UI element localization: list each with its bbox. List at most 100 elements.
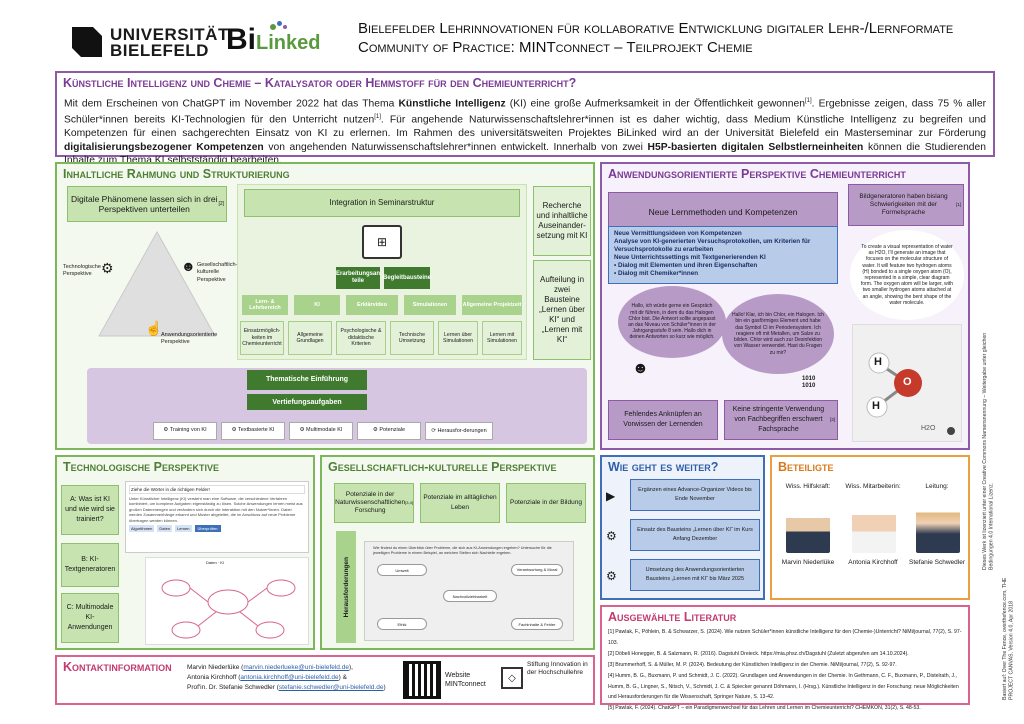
intro-text-4: . Für angehende Naturwissenschaftslehrer… [64,114,986,140]
net-node-5 [255,621,285,639]
cloze-chip-1[interactable]: Algorithmen [129,525,155,533]
people-icon: ☻ [181,258,196,274]
screen-node-3[interactable]: Nachvollziehbarkeit [443,590,497,602]
beteiligte-panel: Beteiligte Wiss. Hilfskraft: Wiss. Mitar… [770,455,970,600]
task-3-label: Multimodale KI [306,427,343,434]
gesell-box-1-text: Potenziale in der Naturwissenschaftliche… [335,491,406,514]
bottom-box-1: Einsatzmöglich-keiten im Chemieunterrich… [240,321,284,355]
hydrogen-atom-1-circle [868,352,890,374]
ideas-line-2: Analyse von KI-generierten Versuchsproto… [614,238,811,253]
task-4-label: Potenziale [379,427,406,434]
credit-text: Basiert auf: Over The Fence, overthefenc… [1002,577,1015,700]
task-2: ⚙ Textbasierte KI [221,422,285,440]
kontakt-mail-3[interactable]: stefanie.schwedler@uni-bielefeld.de [278,684,384,691]
network-label: Daten · KI [206,560,225,565]
weiter-step-1: Ergänzen eines Advance-Organizer Videos … [630,479,760,511]
screen-node-2[interactable]: Verantwortung & Moral [511,564,563,576]
top-box-2: KI [294,295,340,315]
corner-mark [947,427,955,435]
hydrogen-atom-2-circle [866,396,888,418]
stiftung-logo-icon: ◇ [501,667,523,689]
cloze-chip-3[interactable]: Lernen [175,525,192,533]
ideas-bullet-1-text: Dialog mit Elementen und ihren Eigenscha… [617,262,758,269]
tech-panel: Technologische Perspektive A: Was ist KI… [55,455,315,650]
role-3: Leitung: [925,483,949,490]
uni-logo-line2: BIELEFELD [110,41,209,60]
video-icon: ▶ [606,489,616,503]
task-1-label: Training von KI [169,427,207,434]
gesell-persp-label: Gesellschaftlich-kulturelle Perspektive [197,262,238,283]
check-button[interactable]: Überprüfen [194,525,221,533]
screen-node-5[interactable]: Fachinhalte & Fehler [511,618,563,630]
herausforderungen-screen: Wie findest du einen Überblick über Prob… [364,541,574,641]
net-edge-4 [239,611,259,627]
gesell-box-1-ref: [3,4] [405,500,413,505]
water-image: H O H H2O [852,324,962,442]
intro-ref-1: [1] [804,98,812,104]
kontakt-name-1: Marvin Niederlüke ( [187,664,244,671]
cloze-chip-2[interactable]: Daten [157,525,173,533]
screen-node-1[interactable]: Umwelt [377,564,427,576]
herausforderungen-label: Herausforderungen [342,556,350,618]
intro-text: Mit dem Erscheinen von ChatGPT im Novemb… [57,93,993,170]
net-node-4 [171,621,201,639]
chat-bubble-ai: Hallo! Klar, ich bin Chlor, ein Halogen.… [722,294,834,374]
kontakt-title: Kontaktinformation [63,660,172,674]
person-icon: ☻ [632,360,649,377]
kontakt-mail-1[interactable]: marvin.niederlueke@uni-bielefeld.de [243,664,349,671]
triangle-shape [98,230,216,337]
bilinked-logo-linked: Linked [256,32,321,54]
bilinked-dot-2 [277,21,282,26]
header-title-line1: Bielefelder Lehrinnovationen für kollabo… [358,20,954,37]
oxygen-atom-circle [894,369,922,397]
intro-bold-1: Künstliche Intelligenz [398,98,506,110]
screen-text: Wie findest du einen Überblick über Prob… [373,546,552,555]
top-box-1: Lern- & Lehrbereich [242,295,288,315]
tech-box-c: C: Multimodale KI-Anwendungen [61,593,119,643]
kontakt-end-2: ) & [338,674,347,681]
water-svg [866,352,955,435]
avatar-3 [916,499,960,553]
gesell-panel: Gesellschaftlich-kulturelle Perspektive … [320,455,595,650]
tech-persp-label: Technologische Perspektive [63,264,101,278]
ref-5: [5] Pawlak, F. (2024). ChatGPT – ein Par… [608,705,921,712]
integration-area: Integration in Seminarstruktur ⊞ Erarbei… [237,184,527,360]
task-1: ⚙ Training von KI [153,422,217,440]
uni-logo-mark [72,27,102,57]
tech-box-a: A: Was ist KI und wie wird sie trainiert… [61,485,119,535]
kontakt-line-1: Marvin Niederlüke (marvin.niederlueke@un… [187,663,407,673]
avatar-1 [786,499,830,553]
bilinked-logo-bi: Bi [226,23,256,56]
bottom-box-4: Technische Umsetzung [390,321,434,355]
aufteilung-box: Aufteilung in zwei Bausteine „Lernen übe… [533,260,591,360]
bildgen-box: Bildgeneratoren haben bislang Schwierigk… [848,184,964,226]
license-text[interactable]: Dieses Werk ist lizenziert unter einer C… [982,332,995,570]
task-4: ⚙ Potenziale [357,422,421,440]
gear-icon-1: ⚙ [606,529,617,543]
qr-code-icon[interactable] [403,661,441,699]
ideas-bullet-2: • Dialog mit Chemiker*innen [614,270,699,277]
ref-1: [1] Pawlak, F., Pöhlein, B. & Schwarzer,… [608,629,962,646]
ideas-bullet-1: • Dialog mit Elementen und ihren Eigensc… [614,262,758,269]
kontakt-name-3: Prof'in. Dr. Stefanie Schwedler ( [187,684,279,691]
beteiligte-title: Beteiligte [778,460,834,474]
network-diagram: Daten · KI [145,557,309,645]
gesell-box-3: Potenziale in der Bildung [506,483,586,523]
website-label[interactable]: Website MINTconnect [445,672,486,688]
tech-box-b: B: KI-Textgeneratoren [61,543,119,587]
phenomena-box: Digitale Phänomene lassen sich in drei P… [67,186,227,222]
prompt-bubble: To create a visual representation of wat… [850,230,964,320]
ref-2: [2] Döbeli Honegger, B. & Salzmann, R. (… [608,650,909,657]
screen-node-4[interactable]: Ethik [377,618,427,630]
kontakt-mail-2[interactable]: antonia.kirchhoff@uni-bielefeld.de [240,674,339,681]
keine-ref: [3] [829,417,835,422]
neue-lern-box: Neue Lernmethoden und Kompetenzen [608,192,838,232]
begleit-box: Begleitbausteine [383,267,431,289]
intro-text-6: können die Studierenden Inhalte zum Them… [64,141,986,167]
stiftung-label: Stiftung Innovation in der Hochschullehr… [527,661,588,676]
recherche-box: Recherche und inhaltliche Auseinander-se… [533,186,591,256]
ref-4: [4] Humm, B. G., Buxmann, P. und Schmidt… [608,672,959,701]
dagstuhl-triangle [98,230,216,337]
ideas-line-3: Neue Unterrichtssettings mit Textgenerie… [614,254,766,261]
bottom-box-6: Lernen mit Simulationen [482,321,522,355]
